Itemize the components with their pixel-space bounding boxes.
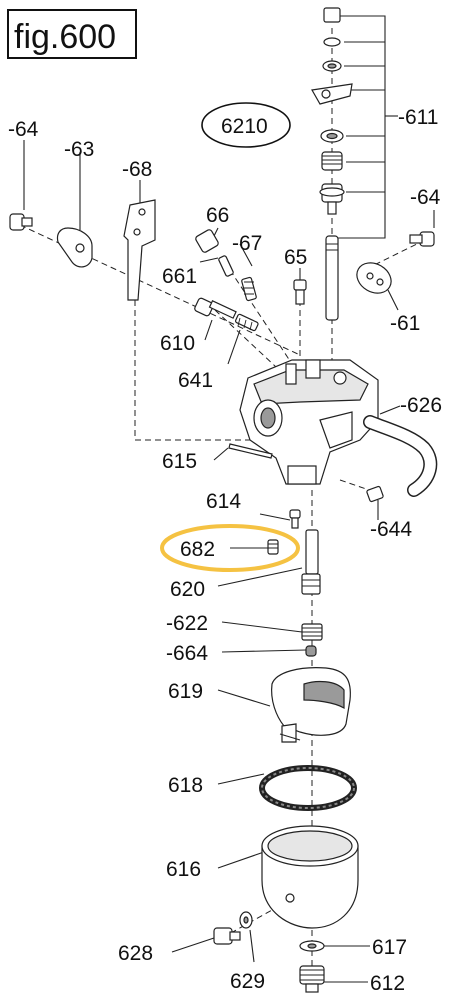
screw-628 <box>213 927 241 945</box>
fitting-644 <box>366 485 384 503</box>
part-label: 66 <box>206 204 229 227</box>
part-label: 661 <box>162 265 197 288</box>
gasket-618 <box>259 765 357 811</box>
part-label: -63 <box>64 138 94 161</box>
nut-622 <box>301 623 323 641</box>
pin-615 <box>228 443 273 459</box>
hose-626 <box>363 415 438 497</box>
part-label: 610 <box>160 332 195 355</box>
screw-64-left <box>9 213 33 231</box>
part-label: 612 <box>370 972 405 995</box>
figure-title-text: fig.600 <box>14 18 116 56</box>
part-label: -611 <box>398 106 438 129</box>
screw-610 <box>194 297 259 332</box>
washer-629 <box>239 911 253 929</box>
lever-68 <box>123 199 156 301</box>
screw-661 <box>195 229 257 302</box>
jet-682 <box>267 539 279 555</box>
needle-65 <box>293 279 307 305</box>
part-label: -644 <box>370 518 412 541</box>
part-label: 65 <box>284 246 307 269</box>
part-label: 616 <box>166 858 201 881</box>
part-label: -626 <box>400 394 442 417</box>
washer-617 <box>299 940 325 952</box>
choke-shaft-assembly <box>311 7 353 321</box>
carburetor-body <box>239 359 379 485</box>
figure-title: fig.600 <box>7 9 137 59</box>
part-label: 618 <box>168 774 203 797</box>
part-label: 617 <box>372 936 407 959</box>
highlight-ring-682 <box>160 524 300 572</box>
callout-label: 6210 <box>221 115 268 138</box>
part-label: -622 <box>166 612 208 635</box>
tube-620 <box>301 529 321 595</box>
jet-614 <box>289 509 301 529</box>
screw-64-right <box>409 231 435 247</box>
part-labels: -64 -63 -68 66 -67 661 65 610 641 -611 -… <box>8 106 442 995</box>
plate-61 <box>356 262 392 294</box>
part-label: -61 <box>390 312 420 335</box>
washer-664 <box>305 645 317 657</box>
part-label: -67 <box>232 232 262 255</box>
part-label: 628 <box>118 942 153 965</box>
part-label: 615 <box>162 450 197 473</box>
part-label: -664 <box>166 642 208 665</box>
part-label: 682 <box>180 538 215 561</box>
bolt-612 <box>299 965 325 993</box>
part-label: 641 <box>178 369 213 392</box>
callout-6210: 6210 <box>201 102 291 148</box>
part-label: -64 <box>410 186 441 209</box>
part-label: -68 <box>122 158 152 181</box>
float-619 <box>271 667 351 743</box>
part-label: 629 <box>230 970 265 993</box>
part-label: 619 <box>168 680 203 703</box>
part-label: -64 <box>8 118 39 141</box>
bowl-616 <box>261 825 359 929</box>
part-label: 614 <box>206 490 241 513</box>
plate-63 <box>56 227 93 268</box>
part-label: 620 <box>170 578 205 601</box>
